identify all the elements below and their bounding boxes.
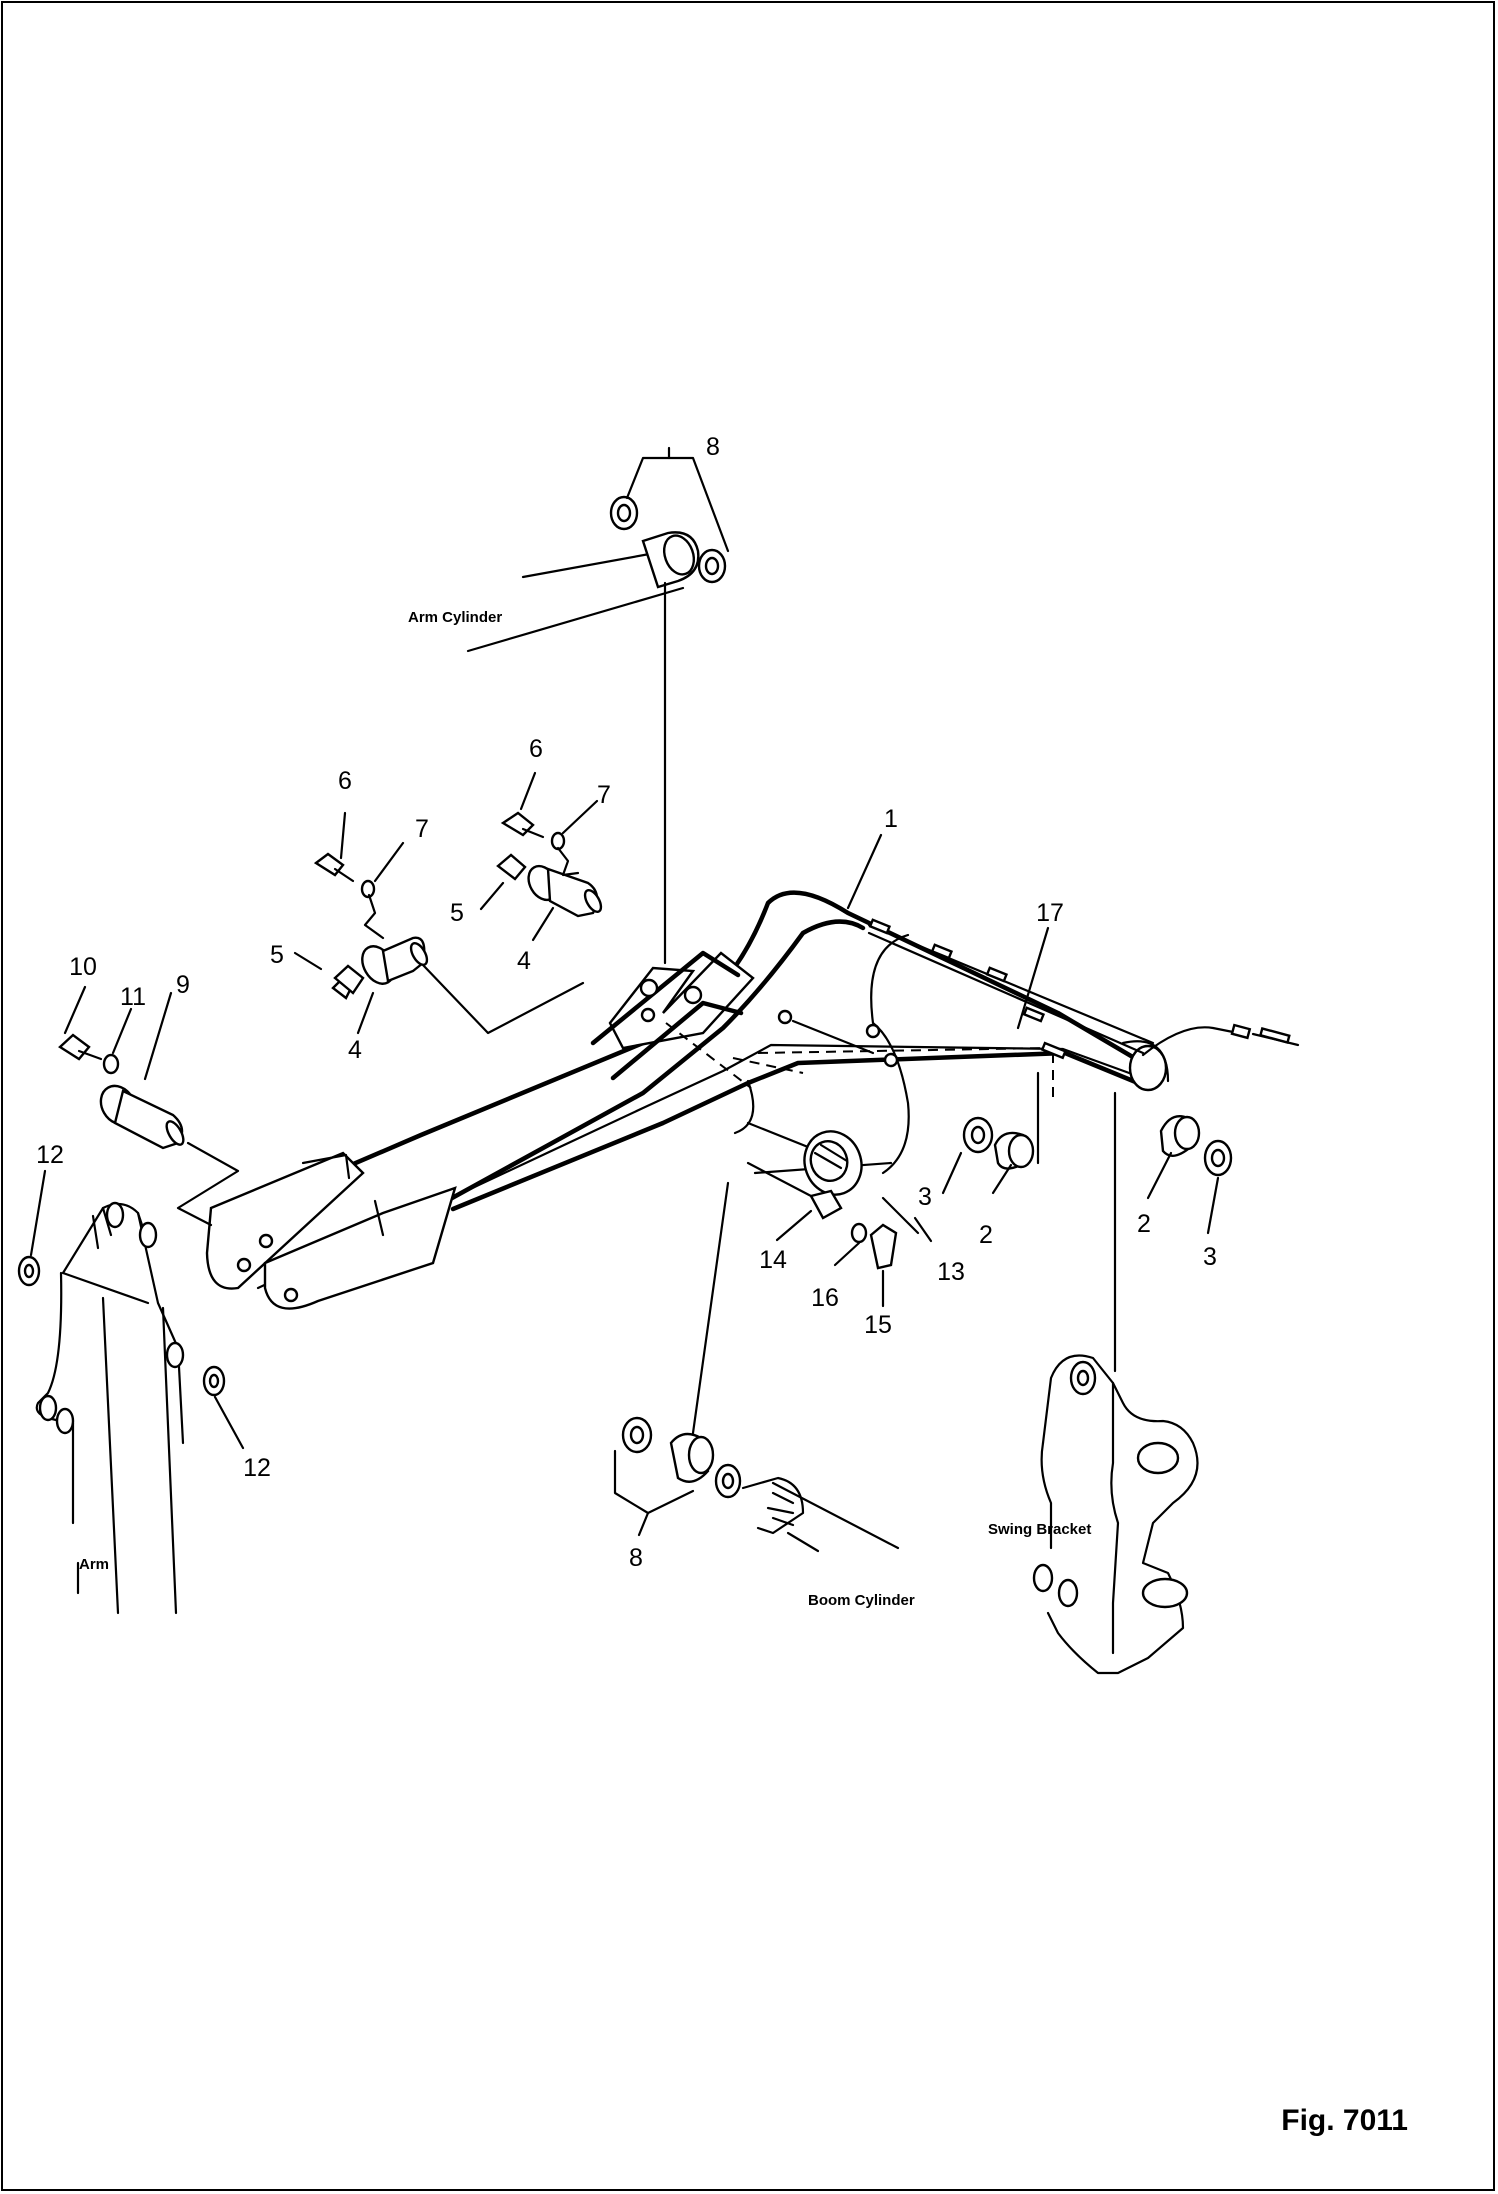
arm-label: Arm bbox=[79, 1556, 109, 1573]
figure-number: Fig. 7011 bbox=[1281, 2104, 1408, 2137]
callout-3a: 3 bbox=[918, 1183, 932, 1211]
callout-8b: 8 bbox=[629, 1544, 643, 1572]
callout-numbers: 1 2 2 3 3 4 4 5 5 6 6 7 7 8 8 9 10 11 12… bbox=[36, 433, 1217, 1572]
callout-leaders bbox=[29, 771, 1220, 1537]
boom-cylinder-label: Boom Cylinder bbox=[808, 1592, 915, 1609]
arm-cylinder-label: Arm Cylinder bbox=[408, 609, 502, 626]
arm-part bbox=[17, 1201, 226, 1615]
callout-6b: 6 bbox=[529, 735, 543, 763]
callout-3b: 3 bbox=[1203, 1243, 1217, 1271]
callout-2b: 2 bbox=[1137, 1210, 1151, 1238]
callout-12b: 12 bbox=[243, 1454, 271, 1482]
callout-9: 9 bbox=[176, 971, 190, 999]
boom-cylinder bbox=[613, 1181, 900, 1553]
callout-7b: 7 bbox=[597, 781, 611, 809]
callout-5a: 5 bbox=[270, 941, 284, 969]
pin-set-right bbox=[496, 811, 603, 918]
boom-body bbox=[205, 890, 1300, 1310]
callout-10: 10 bbox=[69, 953, 97, 981]
callout-6a: 6 bbox=[338, 767, 352, 795]
lamp-assembly bbox=[746, 1130, 920, 1270]
swing-bracket bbox=[1032, 1091, 1199, 1675]
callout-8a: 8 bbox=[706, 433, 720, 461]
callout-1: 1 bbox=[884, 805, 898, 833]
callout-12a: 12 bbox=[36, 1141, 64, 1169]
pin-set-left bbox=[313, 852, 585, 1035]
callout-13: 13 bbox=[937, 1258, 965, 1286]
callout-14: 14 bbox=[759, 1246, 787, 1274]
swing-bracket-label: Swing Bracket bbox=[988, 1521, 1091, 1538]
callout-7a: 7 bbox=[415, 815, 429, 843]
foot-bushings bbox=[962, 1071, 1233, 1177]
callout-17: 17 bbox=[1036, 899, 1064, 927]
callout-4a: 4 bbox=[348, 1036, 362, 1064]
callout-16: 16 bbox=[811, 1284, 839, 1312]
callout-15: 15 bbox=[864, 1311, 892, 1339]
callout-5b: 5 bbox=[450, 899, 464, 927]
arm-cylinder bbox=[466, 446, 730, 965]
boom-parts-diagram: 1 2 2 3 3 4 4 5 5 6 6 7 7 8 8 9 10 11 12… bbox=[17, 433, 1408, 2137]
pin-set-arm bbox=[58, 1033, 240, 1227]
callout-11: 11 bbox=[120, 983, 146, 1011]
callout-2a: 2 bbox=[979, 1221, 993, 1249]
callout-4b: 4 bbox=[517, 947, 531, 975]
